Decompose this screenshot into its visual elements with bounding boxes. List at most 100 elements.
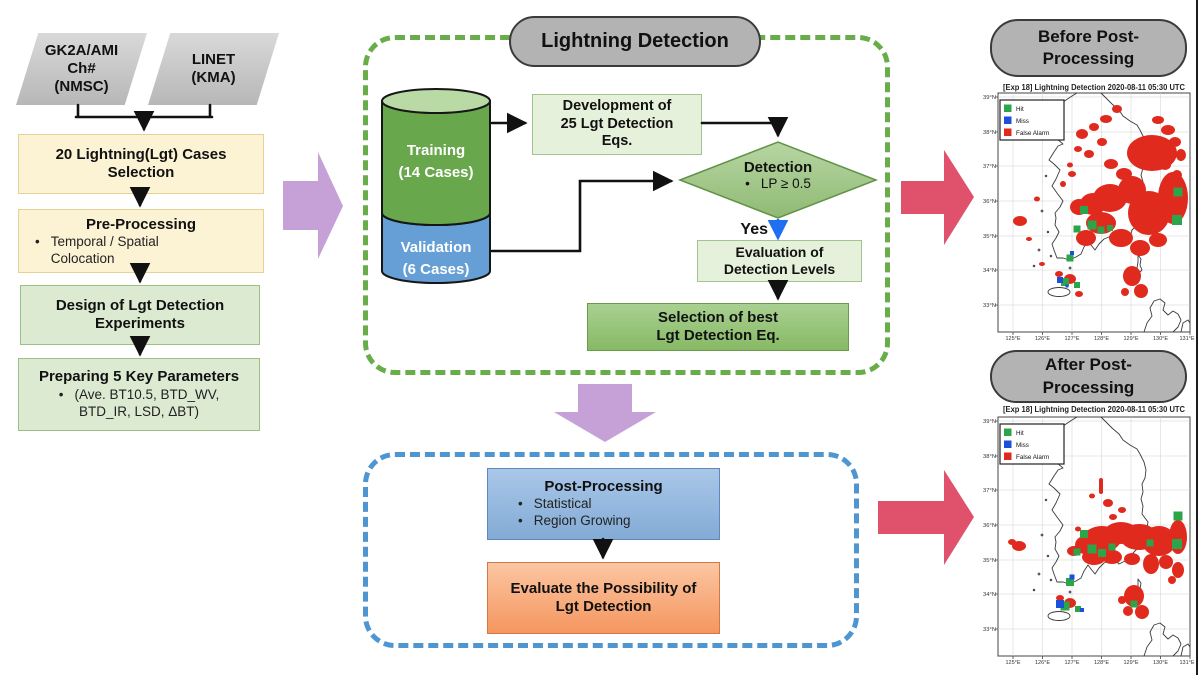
false-alarm-swatch	[1004, 452, 1012, 460]
map-legend: Hit Miss False Alarm	[999, 423, 1065, 465]
svg-text:38°N: 38°N	[983, 130, 996, 136]
post-processing-container	[363, 452, 859, 648]
cases-selection-box: 20 Lightning(Lgt) Cases Selection	[18, 134, 264, 194]
post-bullet-row-2: Region Growing	[518, 513, 719, 530]
hit-swatch	[1004, 428, 1012, 436]
svg-text:128°E: 128°E	[1094, 336, 1109, 342]
svg-text:126°E: 126°E	[1035, 660, 1050, 666]
map-before: [Exp 18] Lightning Detection 2020-08-11 …	[983, 83, 1195, 342]
svg-text:34°N: 34°N	[983, 592, 996, 598]
svg-text:131°E: 131°E	[1179, 660, 1194, 666]
legend-hit-label: Hit	[1016, 106, 1024, 113]
miss-areas	[1057, 251, 1074, 288]
validation-label-line2: (6 Cases)	[403, 261, 470, 278]
false-alarm-swatch	[1004, 128, 1012, 136]
design-experiments-label: Design of Lgt Detection Experiments	[55, 296, 225, 332]
yes-label: Yes	[740, 221, 768, 238]
svg-text:129°E: 129°E	[1123, 660, 1138, 666]
pink-arrow-after	[878, 470, 974, 565]
development-box: Development of 25 Lgt Detection Eqs.	[532, 94, 702, 155]
before-post-processing-header: Before Post- Processing	[990, 19, 1187, 77]
legend-miss-label: Miss	[1016, 442, 1029, 449]
pre-processing-bullet-row: Temporal / Spatial Colocation	[35, 234, 263, 268]
source-box-linet-label: LINET (KMA)	[191, 51, 236, 86]
before-header-label: Before Post- Processing	[1037, 26, 1140, 68]
svg-text:37°N: 37°N	[983, 488, 996, 494]
legend-false-alarm-label: False Alarm	[1016, 454, 1049, 461]
svg-text:38°N: 38°N	[983, 454, 996, 460]
source-box-gk2a-label: GK2A/AMI Ch# (NMSC)	[44, 42, 119, 95]
legend-false-alarm-label: False Alarm	[1016, 130, 1049, 137]
post-bullet-row-1: Statistical	[518, 496, 719, 513]
bullet-icon	[745, 176, 750, 191]
purple-right-arrow	[283, 152, 343, 259]
svg-text:33°N: 33°N	[983, 303, 996, 309]
cylinder-top	[381, 88, 491, 114]
after-post-processing-header: After Post- Processing	[990, 350, 1187, 403]
pre-processing-box: Pre-Processing Temporal / Spatial Coloca…	[18, 209, 264, 273]
detection-diamond-title: Detection	[743, 159, 813, 176]
key-parameters-bullet-row: (Ave. BT10.5, BTD_WV, BTD_IR, LSD, ΔBT)	[19, 387, 259, 421]
after-header-label: After Post- Processing	[1042, 355, 1135, 397]
design-experiments-box: Design of Lgt Detection Experiments	[20, 285, 260, 345]
map-after: [Exp 18] Lightning Detection 2020-08-11 …	[983, 405, 1195, 666]
bullet-icon	[59, 387, 64, 402]
purple-down-arrow	[554, 384, 656, 442]
miss-swatch	[1004, 116, 1012, 124]
svg-text:125°E: 125°E	[1005, 660, 1020, 666]
source-box-linet: LINET (KMA)	[148, 33, 279, 105]
bullet-icon	[518, 513, 523, 530]
svg-text:35°N: 35°N	[983, 558, 996, 564]
training-cylinder-section	[381, 100, 491, 226]
hit-areas	[1060, 511, 1183, 612]
svg-text:34°N: 34°N	[983, 268, 996, 274]
validation-label-line1: Validation	[401, 239, 472, 256]
svg-text:129°E: 129°E	[1123, 336, 1138, 342]
false-alarm-areas	[1008, 478, 1187, 619]
pre-processing-bullet: Temporal / Spatial Colocation	[50, 234, 159, 267]
legend-miss-label: Miss	[1016, 118, 1029, 125]
svg-text:39°N: 39°N	[983, 419, 996, 425]
svg-text:39°N: 39°N	[983, 95, 996, 101]
source-box-gk2a: GK2A/AMI Ch# (NMSC)	[16, 33, 147, 105]
key-parameters-bullet: (Ave. BT10.5, BTD_WV, BTD_IR, LSD, ΔBT)	[74, 386, 220, 419]
svg-text:126°E: 126°E	[1035, 336, 1050, 342]
post-processing-box: Post-Processing Statistical Region Growi…	[487, 468, 720, 540]
pre-processing-title: Pre-Processing	[85, 215, 197, 233]
svg-text:33°N: 33°N	[983, 627, 996, 633]
map-before-title: [Exp 18] Lightning Detection 2020-08-11 …	[1003, 83, 1185, 92]
map-after-title: [Exp 18] Lightning Detection 2020-08-11 …	[1003, 405, 1185, 414]
svg-text:130°E: 130°E	[1153, 660, 1168, 666]
dataset-cylinder: Training (14 Cases) Validation (6 Cases)	[381, 88, 491, 284]
post-bullet-region-growing: Region Growing	[533, 513, 631, 529]
evaluation-levels-box: Evaluation of Detection Levels	[697, 240, 862, 282]
hit-swatch	[1004, 104, 1012, 112]
svg-text:131°E: 131°E	[1179, 336, 1194, 342]
svg-text:127°E: 127°E	[1064, 660, 1079, 666]
detection-diamond-condition-row: LP ≥ 0.5	[688, 176, 868, 191]
svg-text:128°E: 128°E	[1094, 660, 1109, 666]
hit-areas	[1061, 187, 1183, 288]
miss-swatch	[1004, 440, 1012, 448]
key-parameters-title: Preparing 5 Key Parameters	[38, 368, 240, 386]
lightning-detection-title: Lightning Detection	[509, 16, 761, 67]
svg-text:37°N: 37°N	[983, 164, 996, 170]
lightning-detection-title-label: Lightning Detection	[541, 30, 729, 52]
selection-best-eq-label: Selection of best Lgt Detection Eq.	[656, 308, 780, 344]
selection-best-eq-box: Selection of best Lgt Detection Eq.	[587, 303, 849, 351]
svg-text:127°E: 127°E	[1064, 336, 1079, 342]
post-bullet-statistical: Statistical	[533, 496, 592, 512]
evaluate-possibility-box: Evaluate the Possibility of Lgt Detectio…	[487, 562, 720, 634]
screen-edge-line	[1196, 0, 1198, 675]
cases-selection-label: 20 Lightning(Lgt) Cases Selection	[55, 145, 227, 181]
key-parameters-box: Preparing 5 Key Parameters (Ave. BT10.5,…	[18, 358, 260, 431]
detection-diamond-condition: LP ≥ 0.5	[760, 176, 811, 191]
evaluate-possibility-label: Evaluate the Possibility of Lgt Detectio…	[510, 579, 697, 615]
evaluation-levels-label: Evaluation of Detection Levels	[723, 243, 836, 277]
development-label: Development of 25 Lgt Detection Eqs.	[560, 97, 674, 150]
miss-areas	[1056, 574, 1084, 612]
lat-axis-labels: 39°N38°N 37°N36°N 35°N34°N 33°N	[983, 419, 996, 633]
bullet-icon	[518, 496, 523, 513]
legend-hit-label: Hit	[1016, 430, 1024, 437]
